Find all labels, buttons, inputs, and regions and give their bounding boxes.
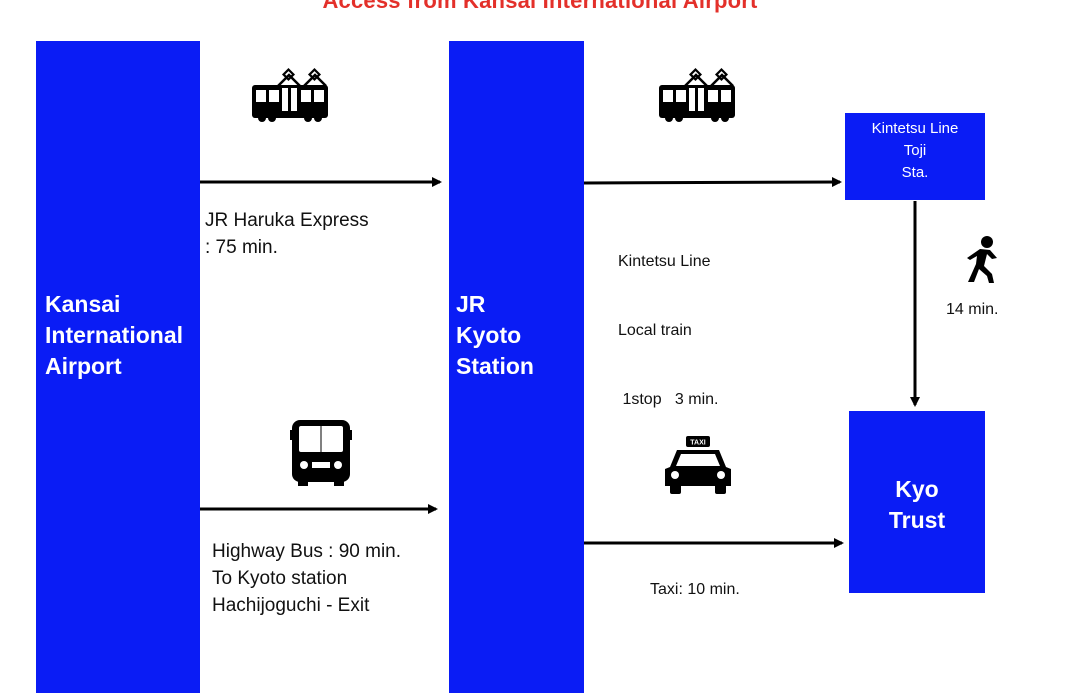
label-line: Kyoto [456, 322, 522, 348]
route-haruka-text: JR Haruka Express : 75 min. [205, 207, 369, 261]
label-line: Toji [903, 142, 927, 159]
label-line: Airport [45, 353, 122, 379]
diagram-title: Access from Kansai International Airport [322, 0, 758, 13]
label-line: Trust [888, 507, 946, 533]
node-label: JR Kyoto Station [456, 289, 534, 382]
route-bus-text: Highway Bus : 90 min. To Kyoto station H… [212, 538, 401, 619]
route-line: : 75 min. [205, 237, 278, 258]
train-icon [659, 67, 735, 122]
node-label: Kansai International Airport [45, 289, 183, 382]
node-label: Kyo Trust [849, 474, 985, 536]
label-line: International [45, 322, 184, 348]
route-line: To Kyoto station [212, 568, 348, 589]
node-toji-station: Kintetsu Line Toji Sta. [845, 113, 985, 200]
walking-person-icon [967, 236, 997, 283]
route-line: Taxi: 10 min. [650, 581, 740, 598]
node-label: Kintetsu Line Toji Sta. [845, 118, 985, 184]
node-kyo-trust: Kyo Trust [849, 411, 985, 593]
route-line: Highway Bus : 90 min. [212, 541, 402, 562]
route-line: JR Haruka Express [205, 210, 369, 231]
taxi-sign-text: TAXI [690, 440, 705, 447]
route-kintetsu-text: Kintetsu Line Local train 1stop 3 min. [618, 204, 719, 457]
label-line: Sta. [901, 164, 929, 181]
route-line: Local train [618, 322, 692, 339]
label-line: Kansai [45, 291, 121, 317]
node-kyoto-station: JR Kyoto Station [449, 41, 584, 693]
route-line: 1stop 3 min. [618, 391, 719, 408]
route-line: 14 min. [946, 301, 999, 318]
label-line: Kintetsu Line [871, 120, 959, 137]
route-walk-text: 14 min. [946, 298, 998, 321]
node-kansai-airport: Kansai International Airport [36, 41, 200, 693]
label-line: Kyo [895, 476, 939, 502]
route-taxi-text: Taxi: 10 min. [650, 578, 740, 601]
train-icon [252, 67, 328, 122]
arrow-kyoto-to-toji [583, 177, 842, 188]
label-line: JR [456, 291, 486, 317]
bus-icon [290, 420, 352, 486]
route-line: Hachijoguchi - Exit [212, 595, 370, 616]
label-line: Station [456, 353, 534, 379]
taxi-icon: TAXI [665, 436, 731, 494]
route-line: Kintetsu Line [618, 253, 711, 270]
